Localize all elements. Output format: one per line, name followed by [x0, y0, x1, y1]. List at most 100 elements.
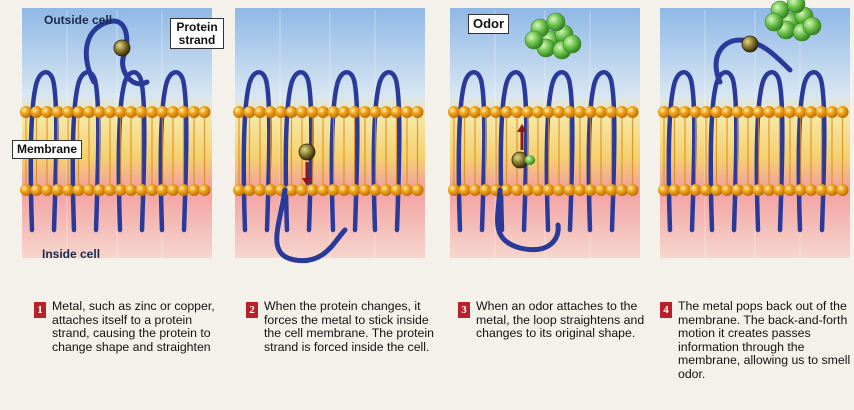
lipid-head — [574, 106, 586, 118]
panel-2-illustration — [225, 0, 430, 285]
lipid-head — [199, 184, 211, 196]
protein-strand-label: Protein strand — [170, 18, 224, 49]
lipid-head — [753, 106, 765, 118]
lipid-head — [328, 106, 340, 118]
step-2-text: When the protein changes, it forces the … — [264, 300, 440, 354]
lipid-head — [511, 106, 523, 118]
step-3-badge: 3 — [458, 302, 470, 318]
lipid-head — [188, 184, 200, 196]
lipid-head — [585, 184, 597, 196]
lipid-head — [188, 106, 200, 118]
lipid-head — [837, 106, 849, 118]
lipid-head — [543, 184, 555, 196]
lipid-head — [136, 106, 148, 118]
lipid-head — [774, 184, 786, 196]
metal-atom — [742, 36, 758, 52]
lipid-head — [742, 106, 754, 118]
lipid-head — [157, 106, 169, 118]
odor-molecule-bound — [525, 155, 535, 165]
odor-molecule — [525, 31, 543, 49]
membrane-label: Membrane — [12, 140, 82, 159]
lipid-head — [469, 106, 481, 118]
lipid-head — [370, 184, 382, 196]
lipid-head — [522, 106, 534, 118]
lipid-head — [732, 184, 744, 196]
lipid-head — [349, 184, 361, 196]
lipid-head — [317, 184, 329, 196]
lipid-head — [795, 106, 807, 118]
lipid-head — [669, 184, 681, 196]
metal-atom — [299, 144, 315, 160]
lipid-head — [412, 106, 424, 118]
lipid-head — [606, 106, 618, 118]
lipid-head — [401, 106, 413, 118]
lipid-head — [700, 106, 712, 118]
lipid-head — [816, 184, 828, 196]
lipid-head — [753, 184, 765, 196]
lipid-head — [480, 106, 492, 118]
lipid-head — [125, 184, 137, 196]
lipid-head — [448, 106, 460, 118]
lipid-head — [784, 106, 796, 118]
lipid-head — [115, 184, 127, 196]
lipid-head — [679, 184, 691, 196]
odor-molecule — [803, 17, 821, 35]
lipid-head — [795, 184, 807, 196]
lipid-head — [94, 106, 106, 118]
lipid-head — [574, 184, 586, 196]
lipid-head — [157, 184, 169, 196]
lipid-head — [380, 106, 392, 118]
lipid-head — [125, 106, 137, 118]
lipid-head — [146, 106, 158, 118]
lipid-head — [553, 106, 565, 118]
lipid-head — [286, 106, 298, 118]
lipid-head — [690, 106, 702, 118]
lipid-head — [244, 184, 256, 196]
lipid-head — [711, 106, 723, 118]
lipid-head — [146, 184, 158, 196]
lipid-head — [522, 184, 534, 196]
lipid-head — [690, 184, 702, 196]
lipid-head — [94, 184, 106, 196]
lipid-head — [20, 106, 32, 118]
lipid-head — [391, 184, 403, 196]
lipid-head — [328, 184, 340, 196]
lipid-head — [178, 106, 190, 118]
odor-molecule — [765, 13, 783, 31]
lipid-head — [233, 184, 245, 196]
lipid-head — [391, 106, 403, 118]
lipid-head — [359, 184, 371, 196]
odor-molecule — [563, 35, 581, 53]
lipid-head — [595, 184, 607, 196]
lipid-head — [254, 184, 266, 196]
lipid-head — [52, 106, 64, 118]
lipid-head — [511, 184, 523, 196]
lipid-head — [585, 106, 597, 118]
lipid-head — [83, 106, 95, 118]
lipid-head — [62, 106, 74, 118]
lipid-head — [52, 184, 64, 196]
lipid-head — [616, 106, 628, 118]
lipid-head — [732, 106, 744, 118]
lipid-head — [532, 184, 544, 196]
lipid-head — [104, 184, 116, 196]
lipid-head — [178, 184, 190, 196]
lipid-head — [167, 106, 179, 118]
lipid-head — [721, 106, 733, 118]
lipid-head — [480, 184, 492, 196]
lipid-head — [679, 106, 691, 118]
lipid-head — [307, 184, 319, 196]
lipid-head — [104, 106, 116, 118]
lipid-head — [763, 106, 775, 118]
panel-4-illustration — [650, 0, 854, 285]
panel-step-1: Outside cell Protein strand Membrane Ins… — [12, 0, 217, 285]
lipid-head — [837, 184, 849, 196]
lipid-head — [553, 184, 565, 196]
lipid-head — [543, 106, 555, 118]
lipid-head — [265, 184, 277, 196]
lipid-head — [380, 184, 392, 196]
lipid-head — [41, 106, 53, 118]
lipid-head — [401, 184, 413, 196]
step-4-text: The metal pops back out of the membrane.… — [678, 300, 854, 381]
